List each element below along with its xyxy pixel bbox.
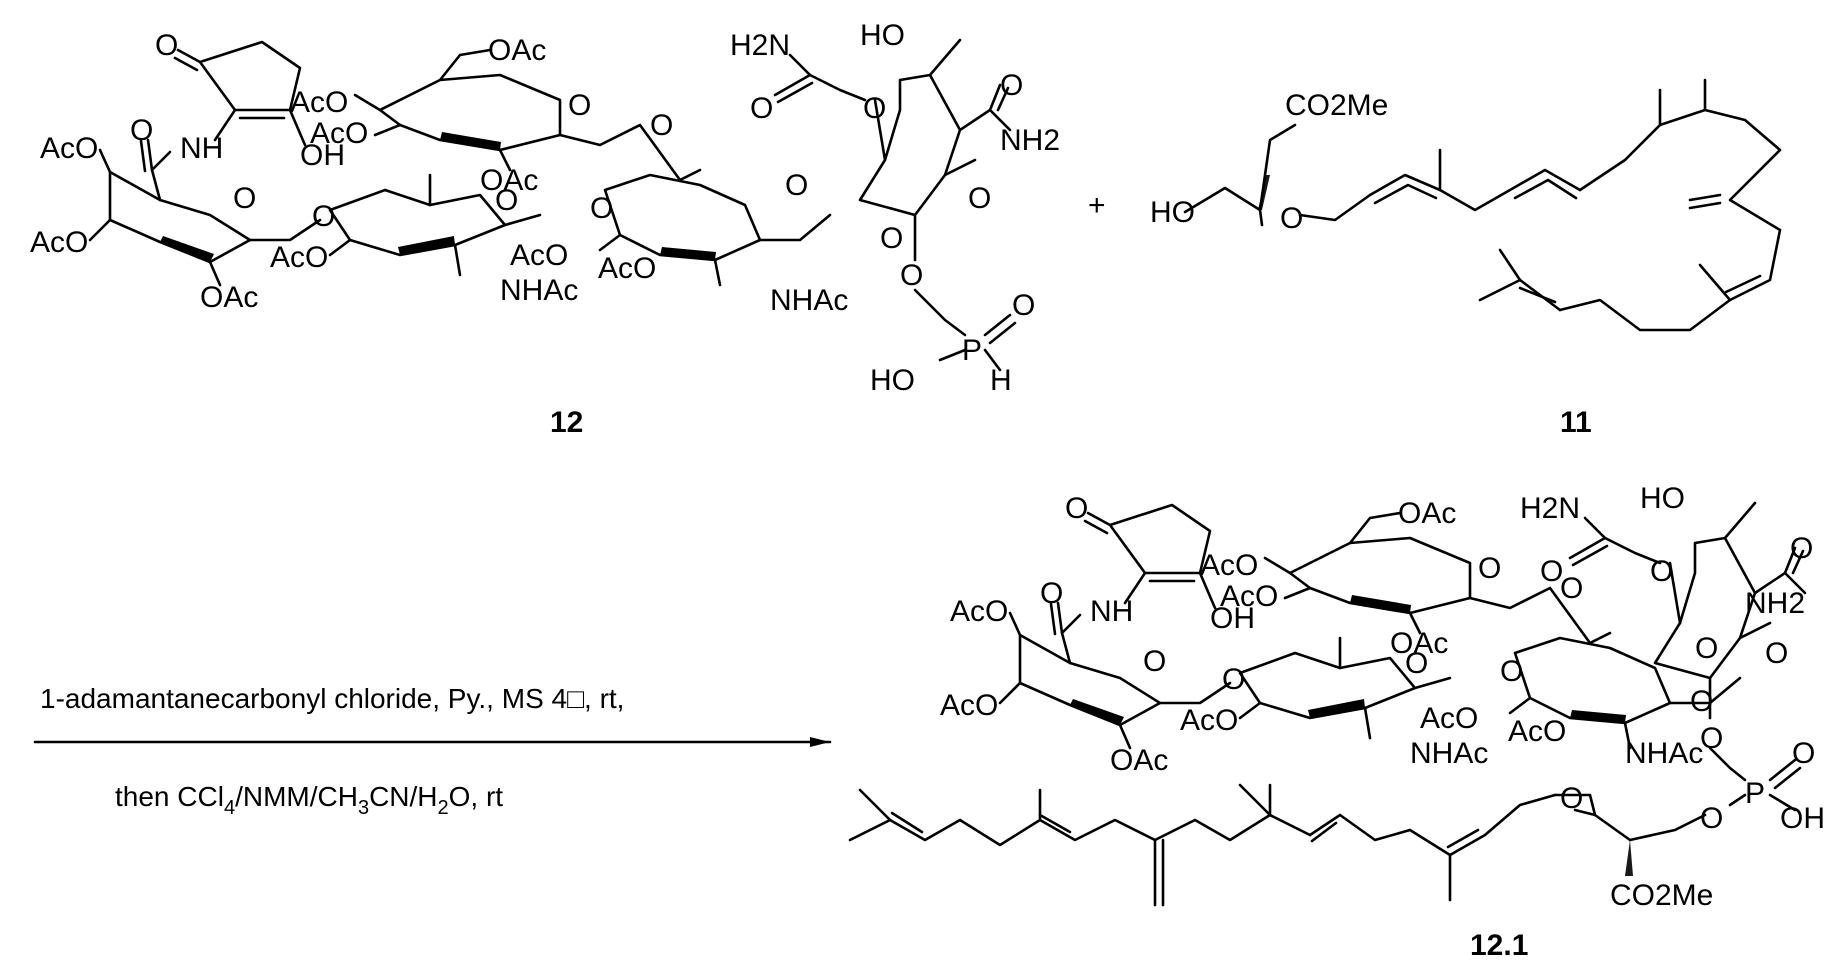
acetoxy-label: OAc	[1398, 497, 1456, 530]
reaction-conditions-line-2: then CCl4/NMM/CH3CN/H2O, rt	[115, 781, 503, 819]
acetamido-label: NHAc	[1625, 737, 1703, 770]
acetamido-label: NHAc	[500, 274, 578, 307]
acetoxy-label: AcO	[1508, 715, 1566, 748]
carbamate-link-oxygen-label: O	[863, 92, 886, 125]
ketone-oxygen-label: O	[155, 29, 178, 62]
carbamate-nh2-label: H2N	[730, 29, 790, 62]
compound-12-label: 12	[550, 406, 583, 439]
ring-oxygen-label: O	[785, 169, 808, 202]
glycosidic-oxygen-label: O	[880, 222, 903, 255]
glycosidic-oxygen-label: O	[312, 200, 335, 233]
phosphonate-oxygen-label: O	[900, 259, 923, 292]
glycosidic-oxygen-label: O	[1690, 685, 1713, 718]
plus-sign: +	[1088, 189, 1106, 222]
ester-label: CO2Me	[1285, 89, 1388, 122]
phosphorus-label: P	[962, 334, 982, 367]
glycosidic-oxygen-label: O	[1222, 663, 1245, 696]
ring-oxygen-label: O	[1478, 552, 1501, 585]
acetoxy-label: AcO	[1420, 702, 1478, 735]
acetoxy-label: AcO	[510, 239, 568, 272]
amide-nh2-label: NH2	[1000, 124, 1060, 157]
phosphate-hydroxyl-label: OH	[1780, 802, 1825, 835]
amide-oxygen-label: O	[1000, 69, 1023, 102]
carbamate-oxygen-label: O	[750, 92, 773, 125]
ring-oxygen-label: O	[1765, 637, 1788, 670]
compound-11-structure: CO2Me HO O 11	[1150, 80, 1780, 439]
acetoxy-label: AcO	[1220, 580, 1278, 613]
amide-nh-label: NH	[180, 132, 223, 165]
ring-oxygen-label: O	[568, 89, 591, 122]
acetoxy-label: AcO	[950, 595, 1008, 628]
ether-oxygen-label: O	[1280, 202, 1303, 235]
carbamate-link-oxygen-label: O	[1650, 555, 1673, 588]
acetoxy-label: AcO	[940, 689, 998, 722]
acetoxy-label: AcO	[598, 252, 656, 285]
phosphate-oxygen-label: O	[1700, 722, 1723, 755]
phosphonate-hydroxyl-label: HO	[870, 364, 915, 397]
acetoxy-label: AcO	[290, 86, 348, 119]
phosphate-oxygen-label: O	[1700, 802, 1723, 835]
compound-12-structure: O NH O H O AcO AcO OAc O O AcO OAc AcO Ac…	[30, 19, 1060, 439]
phosphorus-label: P	[1745, 777, 1765, 810]
compound-11-label: 11	[1560, 406, 1592, 439]
acetoxy-label: OAc	[1110, 744, 1168, 777]
phosphoryl-oxygen-label: O	[1012, 289, 1035, 322]
phosphoryl-oxygen-label: O	[1792, 737, 1815, 770]
ring-oxygen-label: O	[1143, 645, 1166, 678]
ring-oxygen-label: O	[1405, 647, 1428, 680]
hydroxyl-label: HO	[860, 19, 905, 52]
acetamido-label: NHAc	[770, 284, 848, 317]
compound-12-1-structure: O NH OH O AcO AcO OAc O O AcO OAc AcO Ac…	[850, 482, 1825, 962]
glycosidic-oxygen-label: O	[590, 192, 613, 225]
amide-oxygen-label: O	[130, 114, 153, 147]
acetamido-label: NHAc	[1410, 737, 1488, 770]
glycosidic-oxygen-label: O	[650, 109, 673, 142]
hydroxyl-label: HO	[1150, 196, 1195, 229]
hydroxyl-label: HO	[1640, 482, 1685, 515]
acetoxy-label: AcO	[30, 226, 88, 259]
acetoxy-label: OAc	[488, 34, 546, 67]
acetoxy-label: AcO	[270, 241, 328, 274]
glycosidic-oxygen-label: O	[1500, 655, 1523, 688]
reaction-conditions-line-1: 1-adamantanecarbonyl chloride, Py., MS 4…	[40, 683, 624, 714]
ring-oxygen-label: O	[1695, 632, 1718, 665]
ring-oxygen-label: O	[233, 182, 256, 215]
acetoxy-label: AcO	[1180, 704, 1238, 737]
acetoxy-label: OAc	[200, 281, 258, 314]
compound-12-1-label: 12.1	[1470, 929, 1528, 962]
carbamate-oxygen-label: O	[1540, 555, 1563, 588]
amide-oxygen-label: O	[1790, 532, 1813, 565]
amide-nh-label: NH	[1090, 595, 1133, 628]
acetoxy-label: AcO	[40, 132, 98, 165]
acetoxy-label: AcO	[310, 117, 368, 150]
ring-oxygen-label: O	[495, 184, 518, 217]
ester-label: CO2Me	[1610, 879, 1713, 912]
phosphonate-hydrogen-label: H	[990, 364, 1012, 397]
ring-oxygen-label: O	[968, 182, 991, 215]
glycosidic-oxygen-label: O	[1560, 572, 1583, 605]
amide-nh2-label: NH2	[1745, 587, 1805, 620]
ketone-oxygen-label: O	[1065, 492, 1088, 525]
ether-oxygen-label: O	[1560, 782, 1583, 815]
carbamate-nh2-label: H2N	[1520, 492, 1580, 525]
amide-oxygen-label: O	[1040, 577, 1063, 610]
acetoxy-label: AcO	[1200, 549, 1258, 582]
